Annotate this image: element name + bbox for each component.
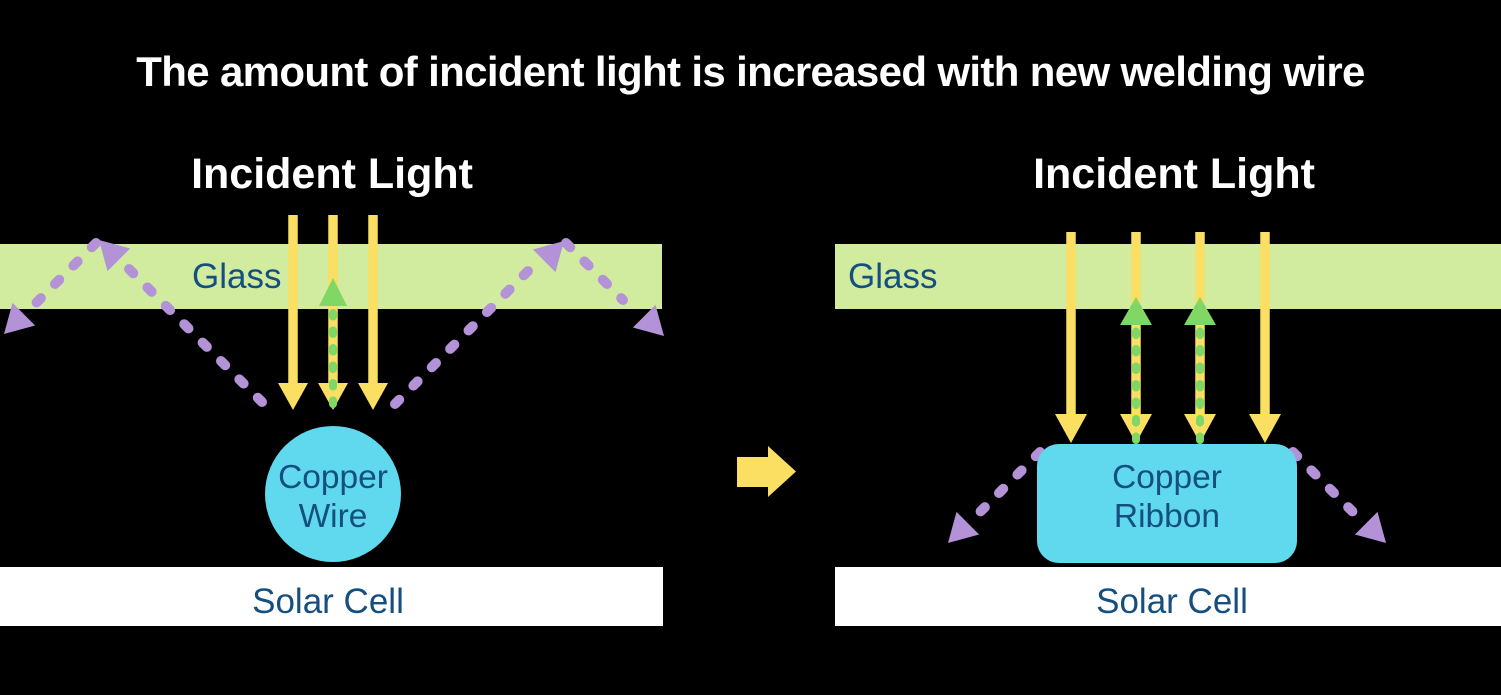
incident-ray-arrowhead: [1055, 414, 1087, 443]
copper-wire-label: Copper Wire: [203, 458, 463, 536]
copper-wire-circle: [265, 426, 401, 562]
lost-ray-arrowhead-left2-peak: [532, 241, 564, 273]
incident-ray-arrowhead: [358, 383, 388, 410]
incident-ray-arrowhead: [1184, 414, 1216, 443]
reflected-ray-arrowhead: [1184, 297, 1216, 325]
solar-cell-label-left: Solar Cell: [252, 582, 404, 621]
copper-ribbon-label-line1: Copper: [1112, 459, 1222, 496]
lost-ray-arrowhead: [1354, 511, 1386, 543]
copper-ribbon-label: Copper Ribbon: [1037, 458, 1297, 536]
incident-light-label-right: Incident Light: [1033, 150, 1315, 198]
lost-ray-arrowhead: [948, 511, 980, 543]
solar-cell-label-right: Solar Cell: [1096, 582, 1248, 621]
copper-ribbon-label-line2: Ribbon: [1113, 498, 1221, 535]
reflected-rays-right: [1120, 297, 1216, 444]
copper-wire-label-line2: Wire: [298, 498, 368, 535]
lost-ray-path-left-2: [390, 238, 628, 409]
diagram-title: The amount of incident light is increase…: [136, 48, 1365, 95]
reflected-ray-left: [319, 278, 347, 408]
incident-ray-arrowhead: [1120, 414, 1152, 443]
reflected-ray-arrowhead: [1120, 297, 1152, 325]
incident-ray-arrowhead: [278, 383, 308, 410]
transition-arrow: [737, 446, 796, 497]
glass-panel-right: [835, 244, 1501, 309]
lost-ray-shaft: [1288, 447, 1366, 525]
copper-ribbon-rect: [1037, 444, 1297, 563]
lost-ray-shaft: [967, 447, 1045, 525]
solar-cell-left: [0, 567, 663, 626]
reflected-ray-arrowhead: [319, 278, 347, 306]
lost-ray-arrowhead-left-exit: [4, 302, 36, 334]
lost-ray-arrowhead-left-peak: [99, 240, 131, 272]
copper-wire-label-line1: Copper: [278, 459, 388, 496]
lost-ray-path-left-1: [22, 238, 267, 407]
glass-label-right: Glass: [848, 257, 938, 296]
solar-cell-right: [835, 567, 1501, 626]
glass-label-left: Glass: [192, 257, 282, 296]
incident-ray-arrowhead: [1249, 414, 1281, 443]
incident-light-label-left: Incident Light: [191, 150, 473, 198]
lost-rays-right: [948, 447, 1386, 543]
lost-ray-arrowhead-left2-exit: [632, 304, 664, 336]
